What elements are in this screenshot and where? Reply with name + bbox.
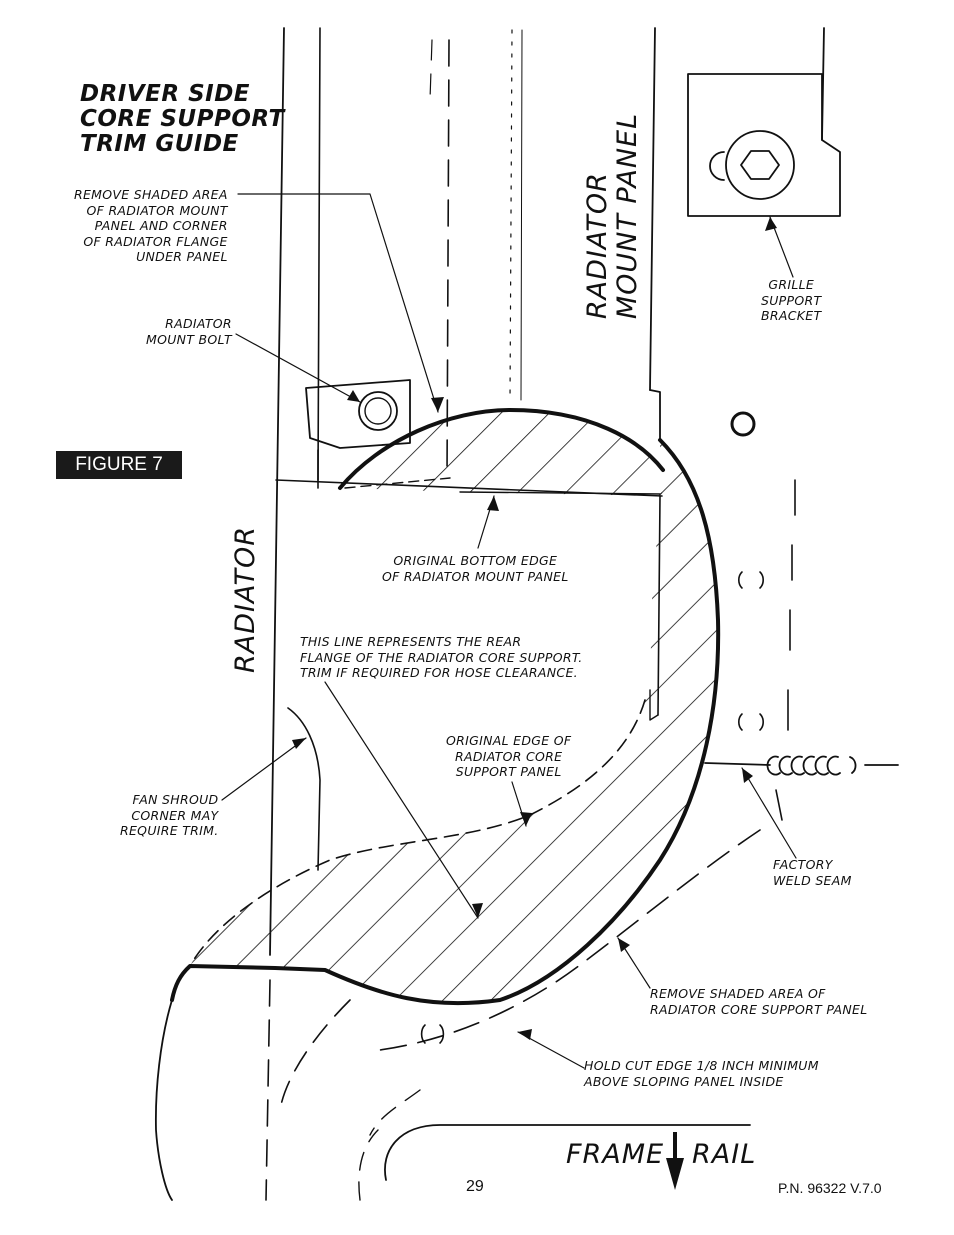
callout-original-bottom-edge: ORIGINAL BOTTOM EDGE OF RADIATOR MOUNT P…	[382, 553, 569, 584]
mount-bolt	[358, 391, 398, 431]
radiator-label: RADIATOR	[230, 526, 261, 673]
radiator-lower-left	[265, 979, 271, 1201]
mount-panel-shaded-area	[340, 410, 663, 496]
flange-dashed-2	[429, 39, 433, 101]
leader-mount-bolt	[235, 333, 361, 403]
grille-bracket-plate	[687, 73, 841, 217]
radiator-mount-panel-label: RADIATOR MOUNT PANEL	[582, 112, 644, 320]
leader-weld-seam	[741, 767, 797, 859]
callout-grille-bracket: GRILLE SUPPORT BRACKET	[761, 277, 822, 323]
fan-shroud-corner	[287, 707, 321, 871]
callout-remove-mount-panel: REMOVE SHADED AREA OF RADIATOR MOUNT PAN…	[74, 187, 228, 264]
panel-hole	[730, 411, 756, 437]
frame-rail-outline	[384, 1124, 751, 1181]
figure-label: FIGURE 7	[56, 451, 182, 479]
mount-panel-right-edge	[649, 27, 656, 391]
mount-bolt-bracket	[305, 379, 411, 449]
weld-bead	[766, 755, 857, 776]
callout-hold-cut-edge: HOLD CUT EDGE 1/8 INCH MINIMUM ABOVE SLO…	[584, 1058, 819, 1089]
rail-label: RAIL	[692, 1139, 757, 1170]
weld-seam-line	[704, 762, 771, 766]
leader-rear-flange	[324, 681, 479, 919]
flange-dashed-1	[446, 39, 450, 479]
callout-remove-core-support: REMOVE SHADED AREA OF RADIATOR CORE SUPP…	[650, 986, 868, 1017]
callout-rear-flange: THIS LINE REPRESENTS THE REAR FLANGE OF …	[300, 634, 583, 680]
grille-bolt-head	[725, 130, 795, 200]
leader-fan-shroud	[221, 737, 307, 801]
radiator-left-edge	[269, 27, 285, 956]
diagram-title: DRIVER SIDE CORE SUPPORT TRIM GUIDE	[80, 81, 285, 157]
core-support-shaded-area	[190, 440, 719, 1004]
part-number: P.N. 96322 V.7.0	[778, 1180, 882, 1196]
grille-bolt-hex	[740, 150, 780, 180]
frame-label: FRAME	[566, 1139, 665, 1170]
radiator-inner-edge	[317, 27, 321, 481]
callout-mount-bolt: RADIATOR MOUNT BOLT	[146, 316, 232, 347]
callout-original-edge-core: ORIGINAL EDGE OF RADIATOR CORE SUPPORT P…	[446, 733, 572, 779]
leader-remove-mount-panel	[237, 193, 439, 413]
callout-weld-seam: FACTORY WELD SEAM	[773, 857, 852, 888]
page-number: 29	[466, 1178, 484, 1195]
frame-rail-arrow	[666, 1158, 684, 1190]
callout-fan-shroud: FAN SHROUD CORNER MAY REQUIRE TRIM.	[120, 792, 219, 838]
